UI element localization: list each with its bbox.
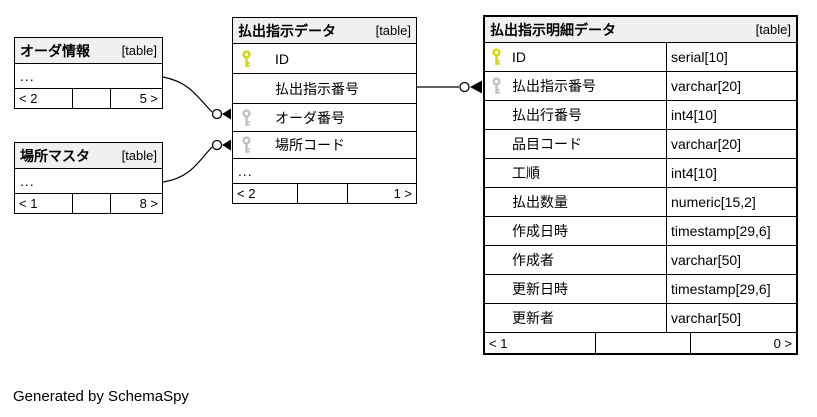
column-row: 払出指示番号 varchar[20] [485,72,796,101]
ellipsis-label: ... [238,163,253,179]
footer-children-count: < 1 [489,335,508,351]
column-name-cell: 払出行番号 [485,101,667,129]
footer-parents-count: 5 > [110,89,162,108]
column-name: ID [512,49,526,65]
foreign-key-icon [242,136,251,153]
column-name: 品目コード [512,136,582,152]
relationship-connector-detail [417,80,482,94]
column-name-cell: 払出数量 [485,188,667,216]
column-type: varchar[20] [671,136,742,152]
collapsed-columns-row: ... [15,169,162,194]
column-name: 払出行番号 [512,107,582,123]
table-header: オーダ情報 [table] [15,38,162,64]
column-row: 作成日時 timestamp[29,6] [485,217,796,246]
column-type: timestamp[29,6] [671,281,771,297]
table-node-location-master[interactable]: 場所マスタ [table] ... < 1 8 > [14,142,163,214]
column-name-cell: 払出指示番号 [485,72,667,100]
column-row: 場所コード [233,132,416,159]
footer-parents-count: 1 > [347,184,416,203]
table-header: 払出指示明細データ [table] [485,17,796,43]
ellipsis-label: ... [20,173,35,189]
foreign-key-icon [242,109,251,126]
column-name-cell: ID [485,43,667,71]
primary-key-icon [242,50,251,67]
column-row: 更新者 varchar[50] [485,304,796,333]
column-type: serial[10] [671,49,728,65]
table-header: 払出指示データ [table] [233,18,416,44]
column-name: 払出指示番号 [512,78,596,94]
column-row: 払出指示番号 [233,74,416,104]
column-name: 場所コード [275,137,345,153]
collapsed-columns-row: ... [233,159,416,184]
footer-middle-cell [297,184,347,203]
column-type: int4[10] [671,107,717,123]
footer-children-count: < 2 [237,186,256,201]
footer-parents-count: 8 > [110,194,162,213]
column-name-cell: 更新者 [485,304,667,332]
table-tag: [table] [121,43,157,58]
table-tag: [table] [755,22,791,37]
column-name-cell: 品目コード [485,130,667,158]
column-name-cell: 作成者 [485,246,667,274]
footer-middle-cell [72,89,110,108]
table-tag: [table] [375,23,411,38]
column-type: int4[10] [671,165,717,181]
column-name: 更新者 [512,310,554,326]
footer-parents-count: 0 > [690,333,796,353]
column-row: オーダ番号 [233,104,416,132]
column-type: varchar[50] [671,252,742,268]
ellipsis-label: ... [20,68,35,84]
footer-middle-cell [72,194,110,213]
column-name: オーダ番号 [275,109,345,126]
column-row: 払出行番号 int4[10] [485,101,796,130]
column-type: timestamp[29,6] [671,223,771,239]
column-name: 工順 [512,165,540,181]
table-header: 場所マスタ [table] [15,143,162,169]
column-name: 更新日時 [512,281,568,297]
column-row: ID [233,44,416,74]
column-row: 工順 int4[10] [485,159,796,188]
column-name-cell: 更新日時 [485,275,667,303]
table-footer: < 1 8 > [15,194,162,213]
table-title: 払出指示データ [238,22,336,39]
relationship-connector-location [162,139,231,183]
table-title: オーダ情報 [20,42,90,59]
column-name-cell: 作成日時 [485,217,667,245]
footer-children-count: < 2 [19,91,38,106]
footer-children-count: < 1 [19,196,38,211]
column-name: ID [275,50,289,67]
table-footer: < 1 0 > [485,333,796,353]
column-row: 更新日時 timestamp[29,6] [485,275,796,304]
primary-key-icon [492,48,501,65]
table-node-order-info[interactable]: オーダ情報 [table] ... < 2 5 > [14,37,163,109]
column-name: 作成者 [512,252,554,268]
column-name-cell: 工順 [485,159,667,187]
table-tag: [table] [121,148,157,163]
column-row: 作成者 varchar[50] [485,246,796,275]
column-name: 払出指示番号 [275,80,359,97]
table-footer: < 2 1 > [233,184,416,203]
column-name: 払出数量 [512,194,568,210]
table-title: 払出指示明細データ [490,21,616,38]
column-name: 作成日時 [512,223,568,239]
column-type: numeric[15,2] [671,194,756,210]
table-node-payout-instruction-detail[interactable]: 払出指示明細データ [table] ID serial[10] [483,15,798,355]
table-node-payout-instruction[interactable]: 払出指示データ [table] ID 払出指示番号 オーダ番号 [232,17,417,204]
footer-middle-cell [595,333,690,353]
column-type: varchar[50] [671,310,742,326]
column-row: 払出数量 numeric[15,2] [485,188,796,217]
table-footer: < 2 5 > [15,89,162,108]
relationship-connector-order [162,76,231,120]
column-type: varchar[20] [671,78,742,94]
table-title: 場所マスタ [20,147,90,164]
foreign-key-icon [492,77,501,94]
column-row: ID serial[10] [485,43,796,72]
column-row: 品目コード varchar[20] [485,130,796,159]
generator-caption: Generated by SchemaSpy [13,388,189,405]
collapsed-columns-row: ... [15,64,162,89]
